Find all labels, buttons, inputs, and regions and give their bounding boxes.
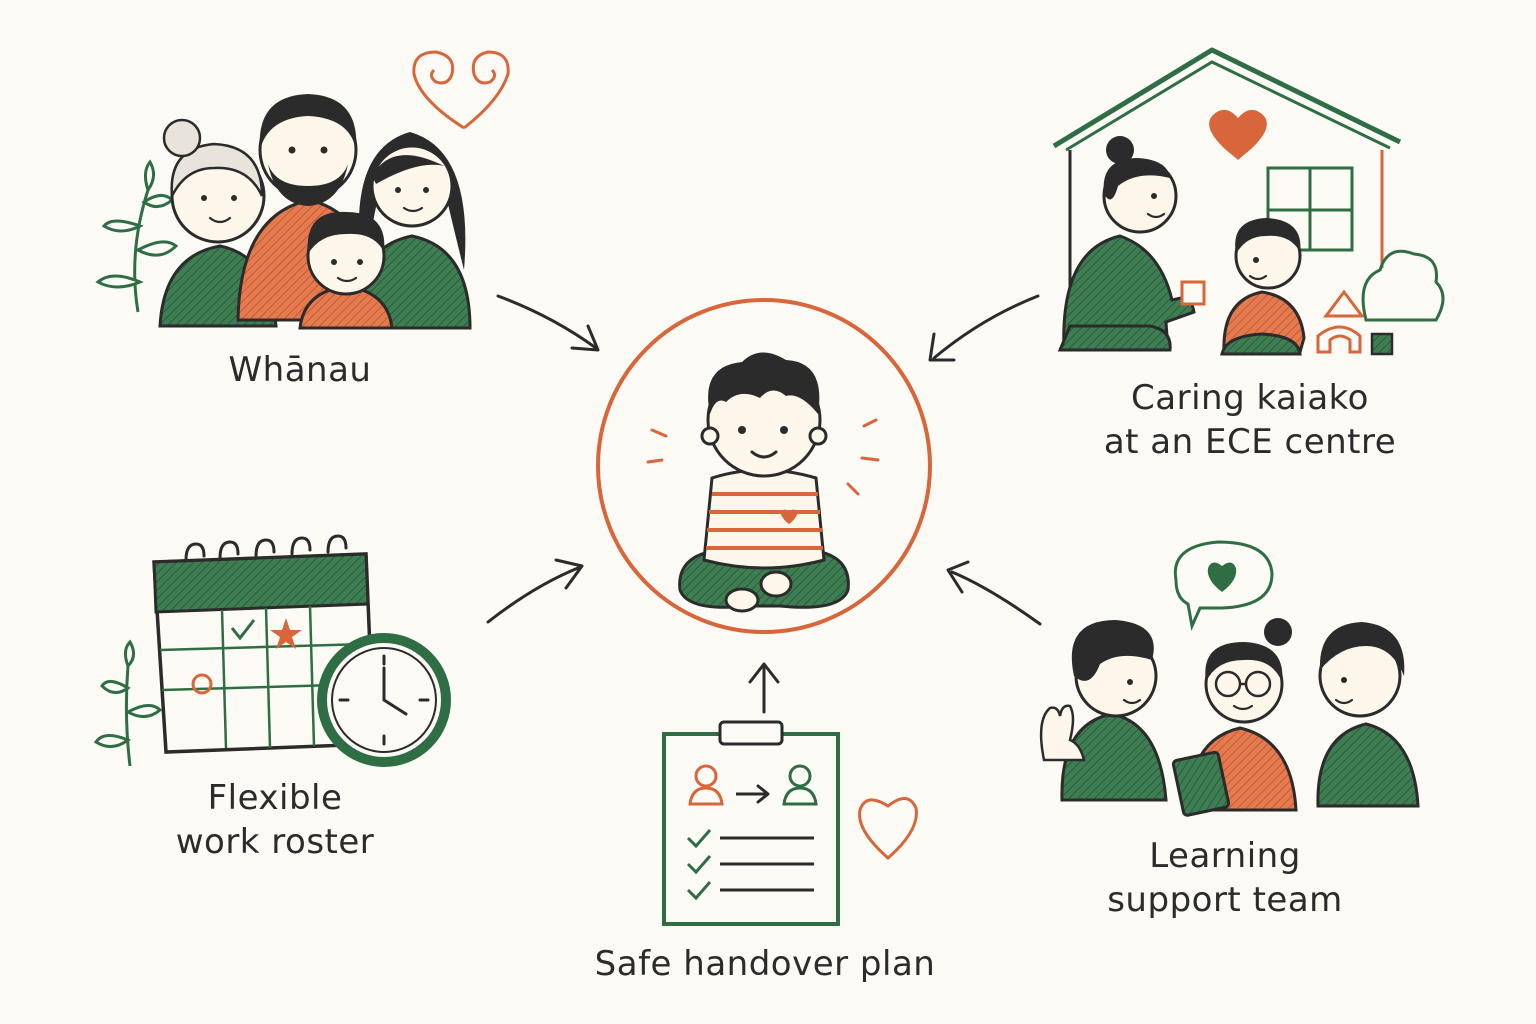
support-label-line2: support team <box>1107 880 1343 920</box>
arrows <box>486 294 1042 714</box>
whanau-label: Whānau <box>200 348 400 392</box>
kaiako-label-line2: at an ECE centre <box>1103 422 1397 462</box>
support-label-line1: Learning <box>1149 836 1301 876</box>
kaiako-label: Caring kaiako at an ECE centre <box>1080 376 1420 464</box>
teacher-with-child-house-icon <box>1052 47 1445 356</box>
arrow-from-support <box>946 560 1042 626</box>
calendar-clock-icon <box>93 534 451 767</box>
family-icon <box>95 50 510 330</box>
child-sitting-icon <box>646 352 880 613</box>
handover-label: Safe handover plan <box>580 942 950 986</box>
arrow-from-roster <box>486 558 584 624</box>
roster-label-line1: Flexible <box>207 778 343 818</box>
clipboard-checklist-icon <box>662 720 918 926</box>
kaiako-label-line1: Caring kaiako <box>1131 378 1369 418</box>
roster-label-line2: work roster <box>175 822 375 862</box>
center-ring <box>596 298 932 634</box>
roster-label: Flexible work roster <box>150 776 400 864</box>
support-label: Learning support team <box>1090 834 1360 922</box>
center-child <box>596 298 932 634</box>
whanau-label-text: Whānau <box>228 350 372 390</box>
handover-label-text: Safe handover plan <box>594 944 936 984</box>
arrow-from-whanau <box>496 294 600 352</box>
team-people-icon <box>1039 540 1420 817</box>
arrow-from-handover <box>748 662 780 714</box>
arrow-from-kaiako <box>928 294 1040 362</box>
